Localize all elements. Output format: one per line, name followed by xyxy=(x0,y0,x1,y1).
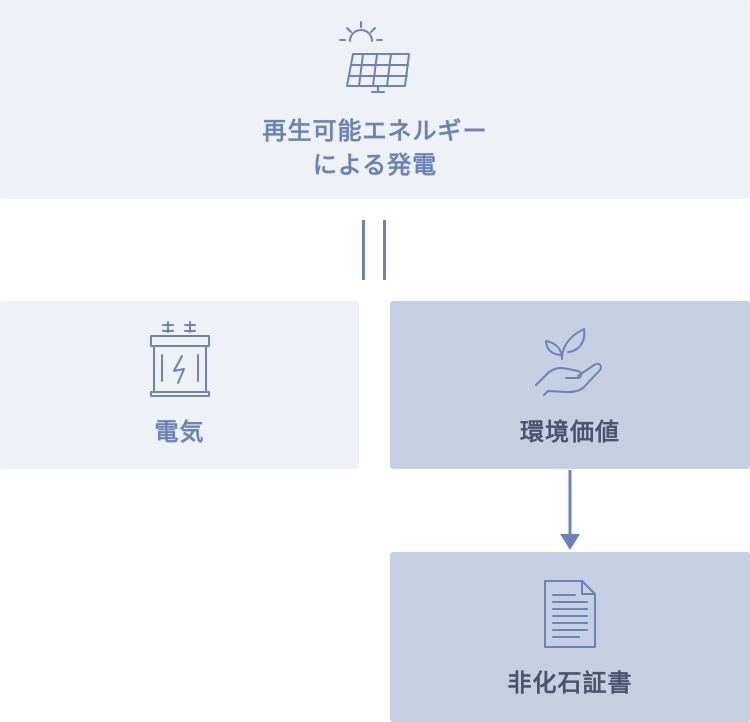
non-fossil-certificate-label: 非化石証書 xyxy=(507,669,633,697)
electricity-label: 電気 xyxy=(154,418,205,446)
non-fossil-certificate-box: 非化石証書 xyxy=(390,552,750,722)
renewable-generation-label: 再生可能エネルギー による発電 xyxy=(263,114,488,182)
renewable-generation-box: 再生可能エネルギー による発電 xyxy=(0,0,750,199)
electricity-box: 電気 xyxy=(0,301,359,469)
solar-panel-icon xyxy=(339,21,410,93)
equals-connector xyxy=(362,220,386,280)
hand-plant-icon xyxy=(535,328,602,396)
battery-icon xyxy=(149,321,210,397)
label-line-2: による発電 xyxy=(312,151,438,179)
down-arrow xyxy=(560,470,580,550)
environmental-value-box: 環境価値 xyxy=(390,301,750,469)
label-line-1: 再生可能エネルギー xyxy=(262,117,488,145)
environmental-value-label: 環境価値 xyxy=(520,418,620,446)
document-icon xyxy=(544,580,596,648)
